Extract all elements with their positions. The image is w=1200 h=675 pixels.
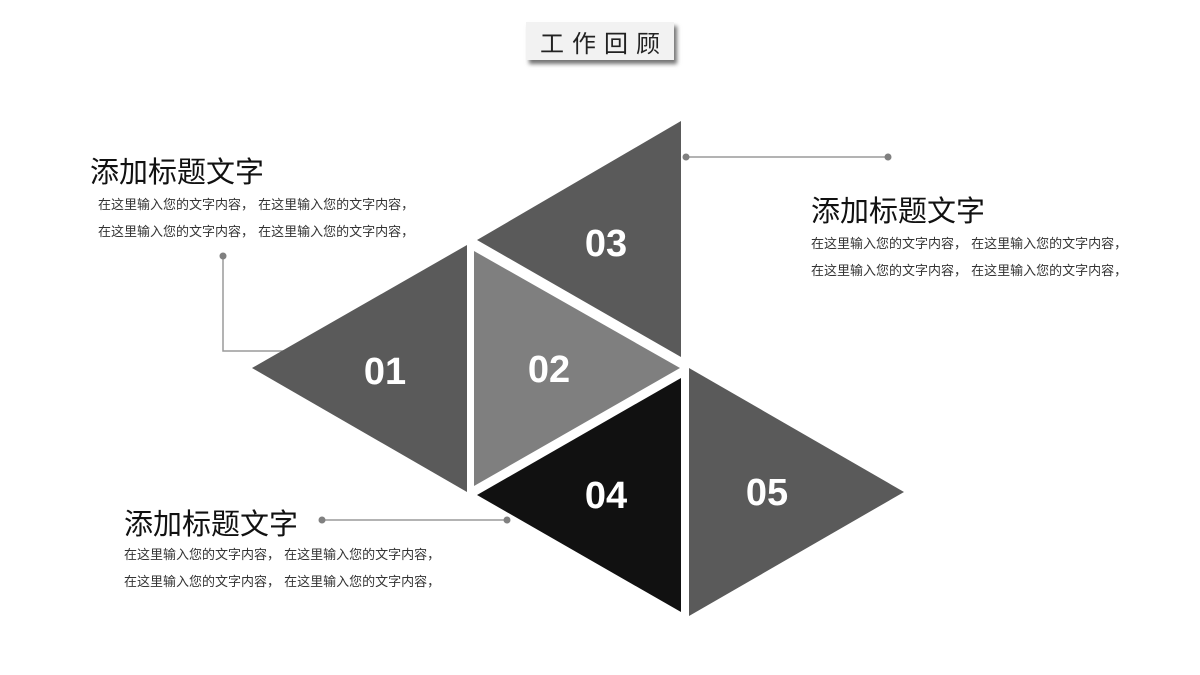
triangle-label-01: 01	[364, 351, 406, 393]
text-block-bottom-left: 添加标题文字 在这里输入您的文字内容， 在这里输入您的文字内容， 在这里输入您的…	[124, 506, 440, 596]
block-text-line: 在这里输入您的文字内容， 在这里输入您的文字内容，	[124, 548, 441, 563]
page-title: 工作回顾	[540, 29, 668, 58]
text-block-top-left: 添加标题文字 在这里输入您的文字内容， 在这里输入您的文字内容， 在这里输入您的…	[90, 154, 414, 246]
triangle-04	[477, 378, 681, 612]
connector-dot-04-start	[318, 516, 326, 524]
connector-dot-03-end	[884, 153, 892, 161]
connector-dot-04-end	[503, 516, 511, 524]
title-badge: 工作回顾	[526, 22, 674, 60]
block-text-line: 在这里输入您的文字内容， 在这里输入您的文字内容，	[811, 237, 1128, 252]
triangle-03	[477, 121, 681, 357]
triangle-label-03: 03	[585, 223, 627, 265]
triangle-01	[252, 245, 467, 492]
connector-dot-03-start	[682, 153, 690, 161]
text-block-right: 添加标题文字 在这里输入您的文字内容， 在这里输入您的文字内容， 在这里输入您的…	[811, 193, 1127, 285]
block-title: 添加标题文字	[124, 507, 299, 541]
block-text-line: 在这里输入您的文字内容， 在这里输入您的文字内容，	[98, 198, 415, 213]
triangle-05	[689, 368, 904, 616]
triangle-label-02: 02	[528, 349, 570, 391]
block-title: 添加标题文字	[811, 194, 986, 228]
triangle-label-05: 05	[746, 472, 788, 514]
triangle-label-04: 04	[585, 475, 627, 517]
block-title: 添加标题文字	[90, 155, 265, 189]
connector-dot-01-start	[219, 252, 227, 260]
triangle-02	[474, 251, 680, 486]
block-text-line: 在这里输入您的文字内容， 在这里输入您的文字内容，	[811, 264, 1128, 279]
block-text-line: 在这里输入您的文字内容， 在这里输入您的文字内容，	[124, 575, 441, 590]
block-text-line: 在这里输入您的文字内容， 在这里输入您的文字内容，	[98, 225, 415, 240]
